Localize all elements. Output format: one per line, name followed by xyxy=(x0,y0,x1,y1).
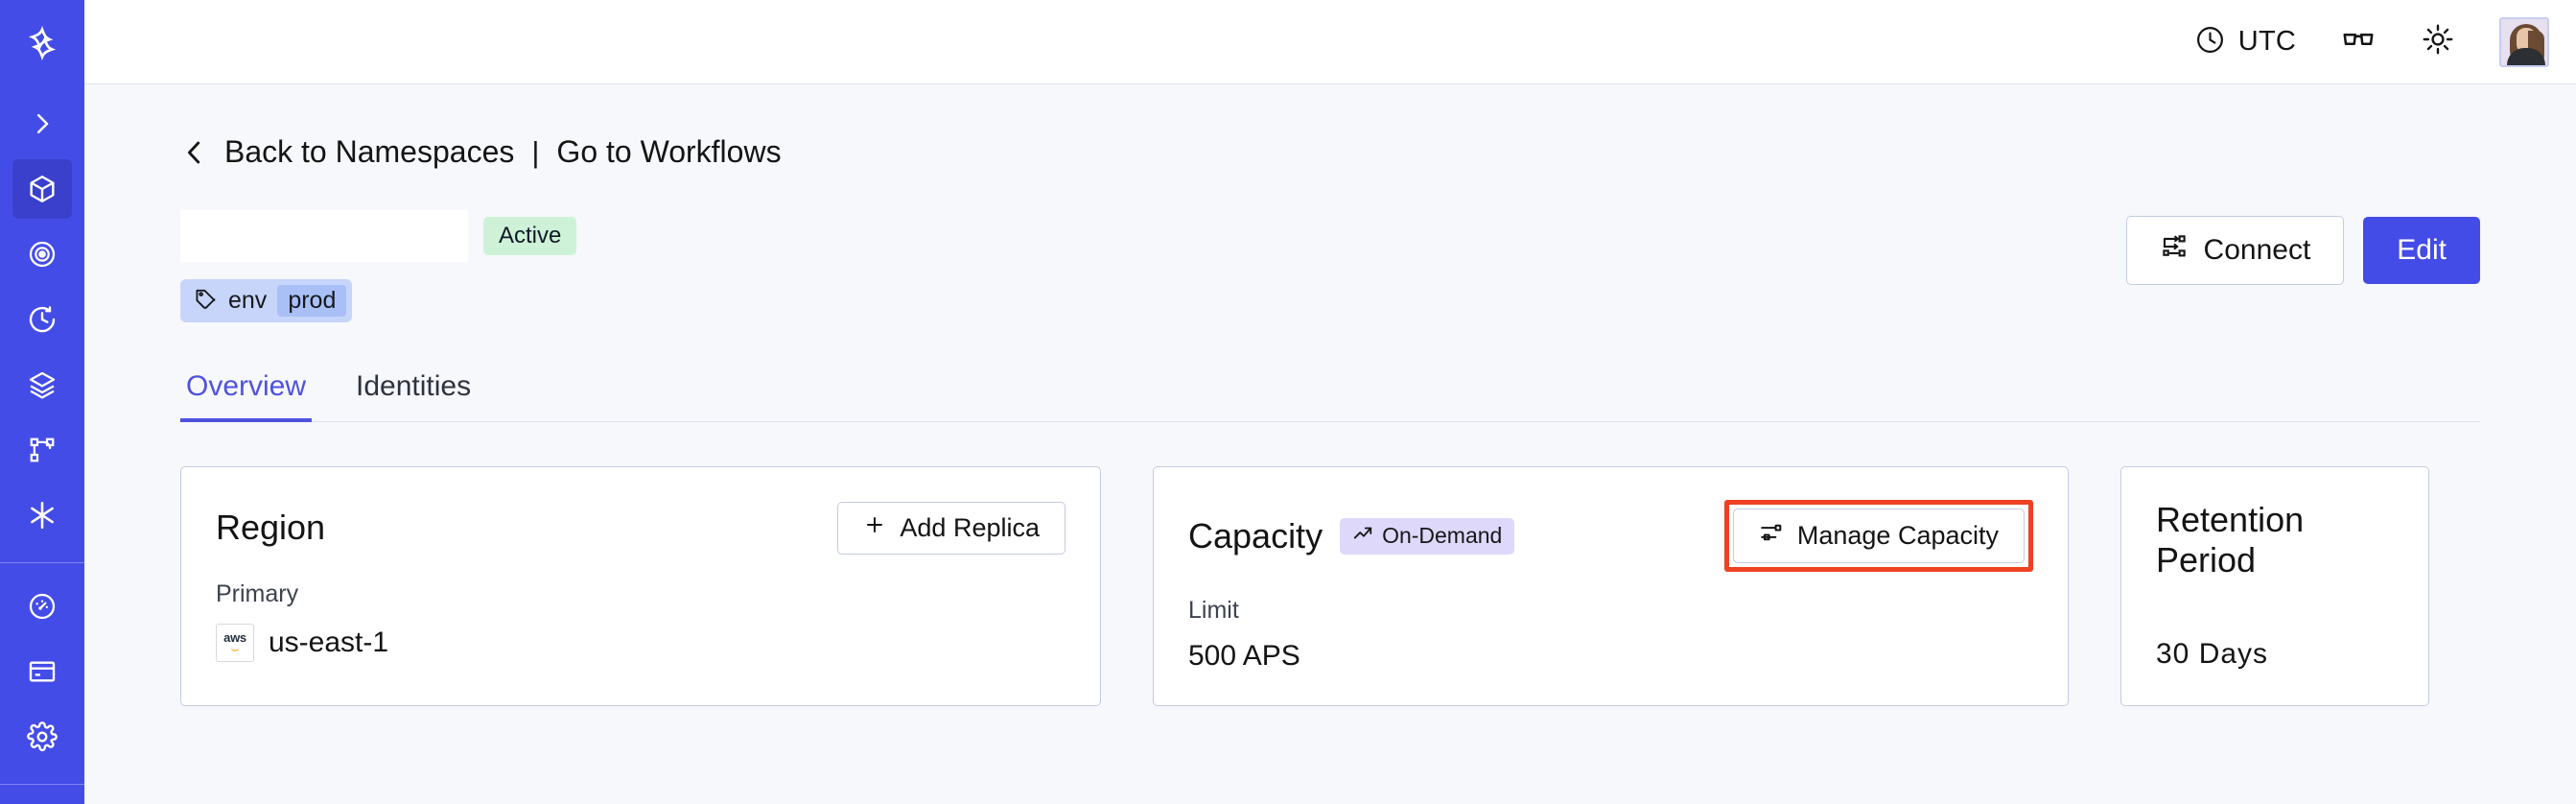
sun-icon xyxy=(2421,22,2455,61)
manage-capacity-highlight: Manage Capacity xyxy=(1723,500,2033,572)
region-primary-label: Primary xyxy=(216,580,299,607)
aws-logo-icon: aws ⌣ xyxy=(216,624,254,662)
tab-overview[interactable]: Overview xyxy=(180,370,313,422)
asterisk-icon xyxy=(26,499,59,532)
trending-up-icon xyxy=(1352,523,1373,550)
sidebar-item-namespaces[interactable] xyxy=(12,159,72,219)
sidebar-item-nexus[interactable] xyxy=(12,485,72,545)
aws-logo-text: aws xyxy=(223,630,246,646)
clock-icon xyxy=(2194,24,2226,60)
theme-toggle-button[interactable] xyxy=(2421,22,2455,61)
overview-cards: Region Add Replica Primary aws xyxy=(180,466,2480,706)
edit-button[interactable]: Edit xyxy=(2363,217,2480,284)
gauge-icon xyxy=(27,591,58,622)
retention-card-title: Retention Period xyxy=(2156,500,2305,579)
sidebar-item-schedules[interactable] xyxy=(12,290,72,349)
avatar[interactable] xyxy=(2499,16,2549,67)
page-content: Back to Namespaces | Go to Workflows Act… xyxy=(84,84,2576,804)
on-demand-badge: On-Demand xyxy=(1340,517,1515,555)
back-to-namespaces-link[interactable]: Back to Namespaces xyxy=(180,134,514,170)
sidebar-divider-1 xyxy=(0,562,84,563)
tag-value: prod xyxy=(277,285,347,317)
clock-arrow-icon xyxy=(27,304,58,335)
sidebar-divider-2 xyxy=(0,784,84,785)
connect-label: Connect xyxy=(2203,234,2311,266)
credit-card-icon xyxy=(27,656,58,687)
namespace-title-line: Active xyxy=(180,210,577,262)
manage-capacity-label: Manage Capacity xyxy=(1796,521,1999,550)
title-actions: Connect Edit xyxy=(2125,216,2480,285)
sidebar-item-observability[interactable] xyxy=(12,225,72,284)
sidebar xyxy=(0,0,84,804)
title-row: Active env prod xyxy=(180,210,2480,322)
region-card-header: Region Add Replica xyxy=(216,500,1066,556)
retention-card-header: Retention Period xyxy=(2156,500,2394,580)
capacity-value: 500 APS xyxy=(1188,640,1300,672)
sidebar-item-billing[interactable] xyxy=(12,642,72,701)
temporal-logo[interactable] xyxy=(12,10,72,77)
topbar-actions: UTC xyxy=(2194,16,2549,67)
namespace-tag[interactable]: env prod xyxy=(180,279,353,322)
timezone-selector[interactable]: UTC xyxy=(2194,24,2296,60)
capacity-title-wrap: Capacity On-Demand xyxy=(1188,515,1515,556)
capacity-card-header: Capacity On-Demand xyxy=(1188,500,2033,572)
on-demand-label: On-Demand xyxy=(1382,523,1503,548)
sliders-icon xyxy=(1759,520,1784,552)
tag-icon xyxy=(194,287,218,316)
status-badge: Active xyxy=(483,217,577,255)
sidebar-item-settings[interactable] xyxy=(12,707,72,767)
aws-logo-swoosh: ⌣ xyxy=(230,641,240,657)
gear-icon xyxy=(27,721,58,752)
avatar-body xyxy=(2507,47,2545,65)
sidebar-item-batch-operations[interactable] xyxy=(12,355,72,414)
workflow-graph-icon xyxy=(28,436,57,464)
glasses-button[interactable] xyxy=(2340,21,2377,62)
manage-capacity-button[interactable]: Manage Capacity xyxy=(1732,508,2025,563)
sidebar-item-expand-sidebar[interactable] xyxy=(12,94,72,154)
glasses-icon xyxy=(2340,21,2377,62)
add-replica-button[interactable]: Add Replica xyxy=(837,501,1066,555)
main-area: UTC xyxy=(84,0,2576,804)
region-value: us-east-1 xyxy=(269,627,389,658)
eye-icon xyxy=(27,239,58,270)
breadcrumb-separator: | xyxy=(531,134,540,169)
title-left: Active env prod xyxy=(180,210,577,322)
namespace-name xyxy=(180,210,468,262)
plus-icon xyxy=(863,513,886,543)
capacity-limit-label: Limit xyxy=(1188,597,1239,624)
retention-card: Retention Period 30 Days xyxy=(2120,466,2429,706)
capacity-card-title: Capacity xyxy=(1188,515,1323,556)
region-card: Region Add Replica Primary aws xyxy=(180,466,1101,706)
edit-label: Edit xyxy=(2397,234,2447,266)
go-to-workflows-link[interactable]: Go to Workflows xyxy=(556,134,782,169)
tab-identities[interactable]: Identities xyxy=(356,370,472,402)
connect-button[interactable]: Connect xyxy=(2125,216,2345,285)
capacity-card: Capacity On-Demand xyxy=(1153,466,2069,706)
back-label: Back to Namespaces xyxy=(224,134,515,169)
chevron-left-icon xyxy=(180,138,209,167)
layers-icon xyxy=(27,369,58,400)
timezone-label: UTC xyxy=(2237,26,2296,57)
add-replica-label: Add Replica xyxy=(900,512,1040,542)
cube-icon xyxy=(26,173,59,205)
topbar: UTC xyxy=(84,0,2576,84)
tab-bar: Overview Identities xyxy=(180,370,2480,422)
retention-value: 30 Days xyxy=(2156,638,2269,670)
region-card-title: Region xyxy=(216,508,326,547)
region-title-wrap: Region xyxy=(216,508,325,548)
breadcrumb: Back to Namespaces | Go to Workflows xyxy=(180,134,2480,170)
tag-key: env xyxy=(228,287,268,314)
sidebar-item-workflows[interactable] xyxy=(12,420,72,480)
sidebar-item-usage[interactable] xyxy=(12,577,72,636)
region-value-row: aws ⌣ us-east-1 xyxy=(216,624,1066,662)
chevron-right-icon xyxy=(28,109,57,138)
connect-icon xyxy=(2160,232,2189,269)
